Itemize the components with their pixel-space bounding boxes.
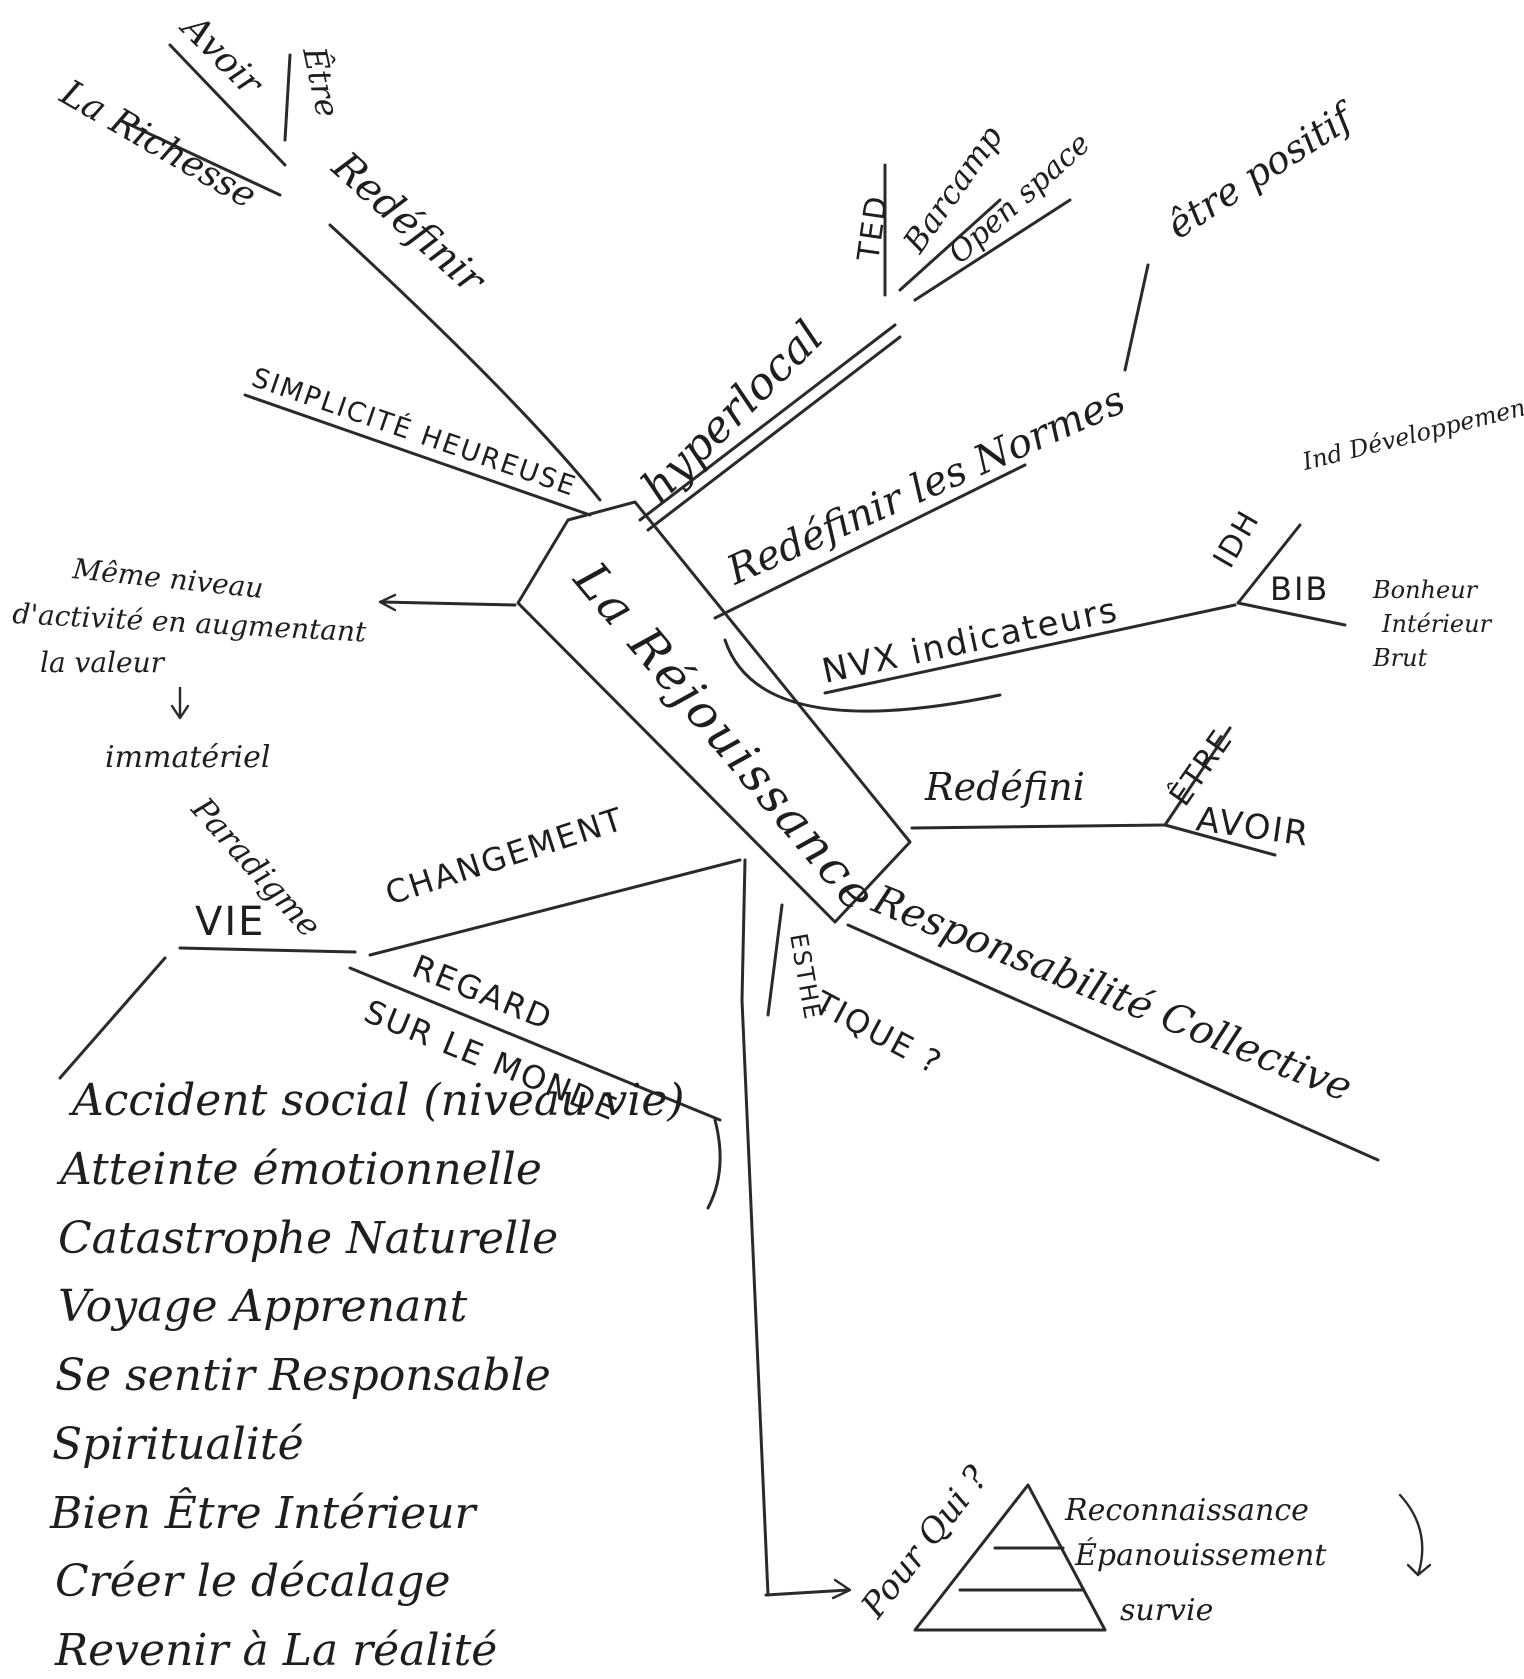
vie-label: VIE [195,899,265,945]
redefinir-label: Redéfinir [323,143,496,305]
indicateurs-label: NVX indicateurs [819,590,1123,692]
list-item: Se sentir Responsable [55,1350,551,1401]
etre-small-label: Être [295,43,347,121]
center-label: La Réjouissance [562,551,888,924]
branch-redefinir: Redéfinir La Richesse Avoir Être [53,5,602,502]
niveau-line-2: d'activité en augmentant [12,597,368,649]
list-item: Voyage Apprenant [58,1281,468,1332]
reconnaissance-label: Reconnaissance [1064,1493,1309,1528]
changement-label: CHANGEMENT [381,800,629,913]
redefini-label: Redéfini [924,765,1085,809]
bib-interieur-label: Intérieur [1381,610,1493,638]
branch-responsabilite: Responsabilité Collective [846,876,1380,1162]
niveau-line-1: Même niveau [70,552,265,605]
list-item: Créer le décalage [55,1556,450,1607]
avoir-label: AVOIR [1194,799,1313,855]
immateriel-label: immatériel [105,740,270,775]
center-node: La Réjouissance [516,500,912,924]
avoir-small-label: Avoir [172,5,272,105]
branch-niveau: Même niveau d'activité en augmentant la … [12,552,517,775]
bib-bonheur-label: Bonheur [1372,576,1479,604]
etre-positif-label: être positif [1159,93,1365,248]
simplicite-label: SIMPLICITÉ HEUREUSE [248,361,581,502]
responsabilite-label: Responsabilité Collective [865,876,1358,1111]
normes-label: Redéfinir les Normes [719,377,1132,594]
list-item: Accident social (niveau vie) [68,1075,685,1126]
pyramid-shape [913,1483,1107,1632]
survie-label: survie [1120,1593,1213,1628]
idh-detail-label: Ind Développement Humain [1299,366,1524,476]
idh-label: IDH [1207,504,1268,574]
pourqui-label: Pour Qui ? [853,1458,997,1626]
list-item: Spiritualité [52,1419,304,1470]
branch-hyperlocal: hyperlocal TED Barcamp Open space [632,118,1097,532]
ted-label: TED [851,192,895,264]
list-item: Catastrophe Naturelle [58,1213,558,1264]
bib-brut-label: Brut [1372,644,1428,672]
cycle-arrow [1398,1493,1424,1577]
list-item: Bien Être Intérieur [49,1486,479,1539]
bib-label: BIB [1270,570,1329,608]
epanouissement-label: Épanouissement [1074,1537,1327,1573]
branch-simplicite: SIMPLICITÉ HEUREUSE [243,361,592,517]
change-list: Accident social (niveau vie) Atteinte ém… [49,1075,685,1676]
niveau-line-3: la valeur [40,646,166,679]
list-item: Revenir à La réalité [54,1625,497,1676]
list-item: Atteinte émotionnelle [56,1144,542,1195]
branch-redefini: Redéfini ÊTRE AVOIR [910,722,1313,857]
tique-label: TIQUE ? [807,983,948,1082]
